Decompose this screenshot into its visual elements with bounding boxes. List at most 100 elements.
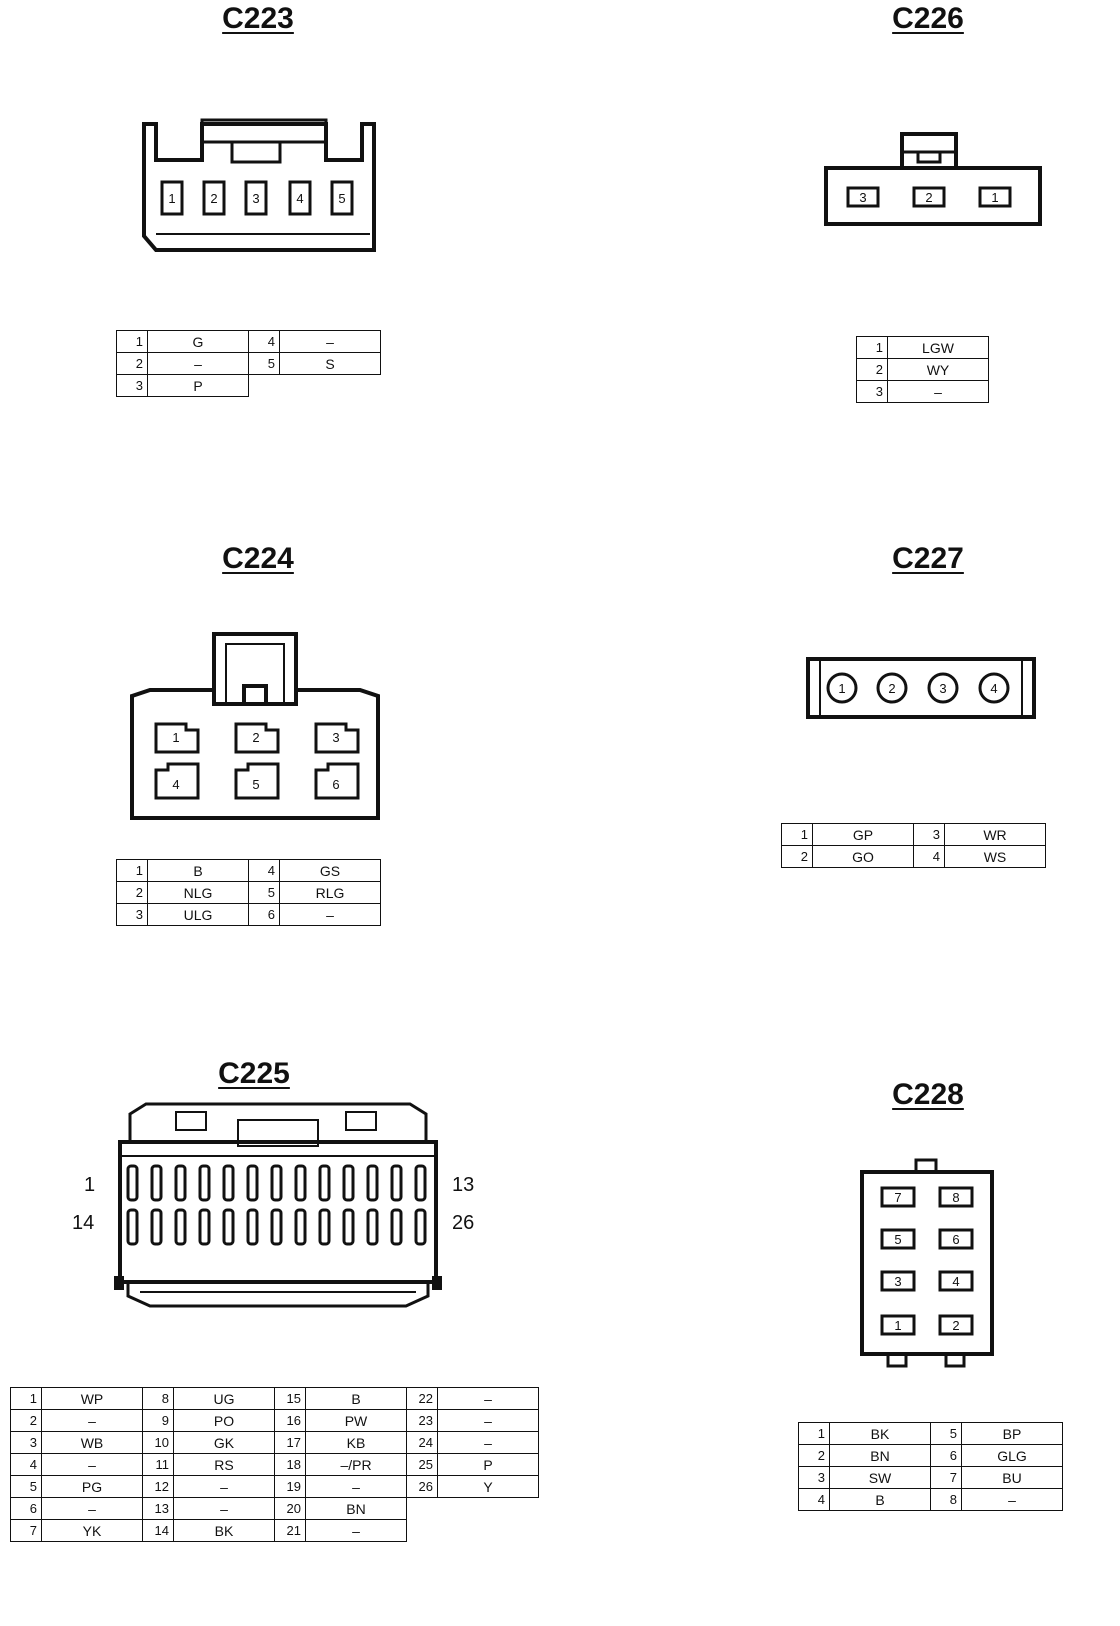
pin-number: 2 bbox=[781, 845, 813, 868]
pin-number: 22 bbox=[406, 1387, 438, 1410]
c226-connector-drawing: 3 2 1 bbox=[824, 132, 1042, 226]
c228-title: C228 bbox=[892, 1078, 964, 1111]
pin-number: 13 bbox=[142, 1497, 174, 1520]
c226-title: C226 bbox=[892, 2, 964, 35]
pin-number: 16 bbox=[274, 1409, 306, 1432]
c224-pin-table: 1 B 4 GS 2 NLG 5 RLG 3 ULG 6 – bbox=[116, 859, 381, 926]
c223-connector-drawing: 1 2 3 4 5 bbox=[142, 118, 376, 252]
pin-number: 25 bbox=[406, 1453, 438, 1476]
pin-number: 23 bbox=[406, 1409, 438, 1432]
wire-color: Y bbox=[437, 1475, 539, 1498]
table-row: 1 GP 3 WR bbox=[781, 823, 1046, 846]
wire-color: B bbox=[305, 1387, 407, 1410]
table-row: 1 B 4 GS bbox=[116, 859, 381, 882]
wire-color: P bbox=[437, 1453, 539, 1476]
c225-pin-table: 1 WP 8 UG 15 B 22 – 2 – 9 PO 16 PW 23 – … bbox=[10, 1387, 539, 1542]
table-row: 1 LGW bbox=[856, 336, 989, 359]
wire-color: WB bbox=[41, 1431, 143, 1454]
pin-number: 3 bbox=[856, 380, 888, 403]
c225-side-label-top-left: 1 bbox=[84, 1174, 96, 1196]
c226-cavity-label: 3 bbox=[859, 190, 866, 205]
c228-cavity-label: 4 bbox=[952, 1274, 959, 1289]
wire-color: – bbox=[41, 1497, 143, 1520]
wire-color: – bbox=[173, 1497, 275, 1520]
wire-color: WR bbox=[944, 823, 1046, 846]
wire-color: – bbox=[305, 1519, 407, 1542]
pin-number: 9 bbox=[142, 1409, 174, 1432]
table-row: 1 WP 8 UG 15 B 22 – bbox=[10, 1387, 539, 1410]
pin-number: 7 bbox=[10, 1519, 42, 1542]
c223-cavity-label: 3 bbox=[252, 191, 259, 206]
c224-cavity-label: 4 bbox=[172, 777, 179, 792]
c228-cavity-label: 6 bbox=[952, 1232, 959, 1247]
wire-color: RS bbox=[173, 1453, 275, 1476]
table-row: 3 WB 10 GK 17 KB 24 – bbox=[10, 1431, 539, 1454]
wire-color: WS bbox=[944, 845, 1046, 868]
wire-color: B bbox=[829, 1488, 931, 1511]
pin-number: 1 bbox=[116, 859, 148, 882]
c223-cavity-label: 1 bbox=[168, 191, 175, 206]
pin-number: 6 bbox=[248, 903, 280, 926]
pin-number: 17 bbox=[274, 1431, 306, 1454]
c225-pin-slots bbox=[126, 1164, 427, 1246]
pin-number: 6 bbox=[10, 1497, 42, 1520]
wire-color: BP bbox=[961, 1422, 1063, 1445]
pin-number: 1 bbox=[856, 336, 888, 359]
c228-cavity-label: 5 bbox=[894, 1232, 901, 1247]
wire-color: B bbox=[147, 859, 249, 882]
table-row: 4 B 8 – bbox=[798, 1488, 1063, 1511]
pin-number: 3 bbox=[10, 1431, 42, 1454]
pin-number: 4 bbox=[10, 1453, 42, 1476]
pin-number: 6 bbox=[930, 1444, 962, 1467]
wire-color: – bbox=[961, 1488, 1063, 1511]
c228-cavities bbox=[880, 1186, 974, 1336]
pin-number: 4 bbox=[913, 845, 945, 868]
table-row: 2 BN 6 GLG bbox=[798, 1444, 1063, 1467]
c224-title: C224 bbox=[222, 542, 294, 575]
table-row: 2 WY bbox=[856, 358, 989, 381]
table-row: 3 SW 7 BU bbox=[798, 1466, 1063, 1489]
c227-cavity-label: 4 bbox=[990, 681, 997, 696]
c223-cavity-label: 5 bbox=[338, 191, 345, 206]
pin-number: 11 bbox=[142, 1453, 174, 1476]
pin-number: 2 bbox=[10, 1409, 42, 1432]
c228-cavity-label: 3 bbox=[894, 1274, 901, 1289]
pin-number: 5 bbox=[248, 881, 280, 904]
pin-number: 1 bbox=[781, 823, 813, 846]
wire-color: RLG bbox=[279, 881, 381, 904]
table-row: 2 – 5 S bbox=[116, 352, 381, 375]
pin-number: 1 bbox=[116, 330, 148, 353]
table-row: 1 BK 5 BP bbox=[798, 1422, 1063, 1445]
wire-color: – bbox=[41, 1453, 143, 1476]
pin-number: 2 bbox=[856, 358, 888, 381]
c224-cavities: 1 2 3 4 5 6 bbox=[154, 722, 360, 800]
c226-pin-table: 1 LGW 2 WY 3 – bbox=[856, 336, 989, 403]
c228-cavity-label: 8 bbox=[952, 1190, 959, 1205]
wire-color: – bbox=[437, 1431, 539, 1454]
wire-color: PG bbox=[41, 1475, 143, 1498]
table-row: 3 – bbox=[856, 380, 989, 403]
c227-cavity-label: 3 bbox=[939, 681, 946, 696]
pin-number: 24 bbox=[406, 1431, 438, 1454]
c225-side-label-bottom-right: 26 bbox=[452, 1212, 475, 1234]
table-row: 5 PG 12 – 19 – 26 Y bbox=[10, 1475, 539, 1498]
wire-color: – bbox=[173, 1475, 275, 1498]
pin-number: 14 bbox=[142, 1519, 174, 1542]
c223-cavity-label: 4 bbox=[296, 191, 303, 206]
c225-connector-drawing bbox=[114, 1102, 442, 1308]
wire-color: BK bbox=[173, 1519, 275, 1542]
wire-color: NLG bbox=[147, 881, 249, 904]
wire-color: – bbox=[41, 1409, 143, 1432]
wire-color: BK bbox=[829, 1422, 931, 1445]
pin-number: 3 bbox=[116, 374, 148, 397]
table-row: 2 – 9 PO 16 PW 23 – bbox=[10, 1409, 539, 1432]
wire-color: – bbox=[279, 330, 381, 353]
c224-cavity-label: 5 bbox=[252, 777, 259, 792]
pin-number: 18 bbox=[274, 1453, 306, 1476]
c226-cavity-label: 1 bbox=[991, 190, 998, 205]
wire-color: – bbox=[305, 1475, 407, 1498]
pin-number: 1 bbox=[10, 1387, 42, 1410]
pin-number: 5 bbox=[248, 352, 280, 375]
wire-color: – bbox=[887, 380, 989, 403]
pin-number: 2 bbox=[116, 881, 148, 904]
